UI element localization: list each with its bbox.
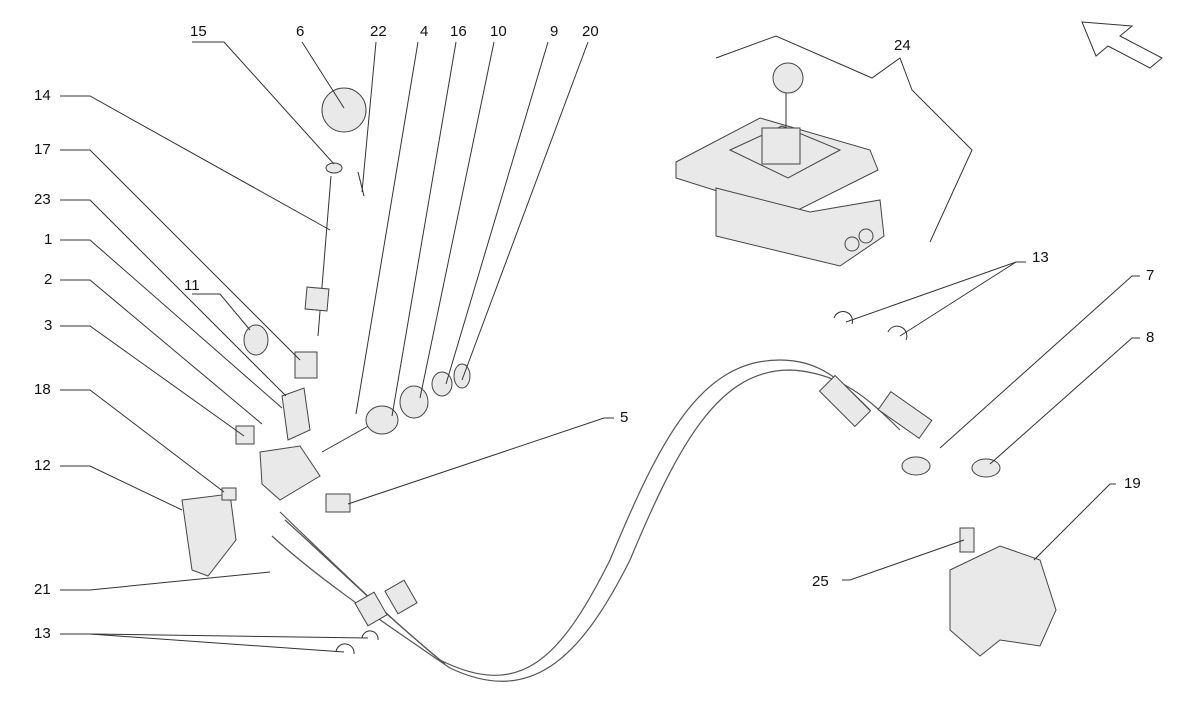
callout-22: 22 [370,23,387,40]
mounting-bracket [949,545,1057,657]
leader-lines [60,41,1140,653]
bolt [959,527,975,553]
callout-10: 10 [490,23,507,40]
knob [321,87,367,133]
callout-13: 13 [1032,249,1049,266]
callout-4: 4 [420,23,428,40]
plunger-set [321,363,471,453]
callout-21: 21 [34,581,51,598]
clip [833,311,853,325]
callout-13: 13 [34,625,51,642]
callout-1: 1 [44,231,52,248]
callout-2: 2 [44,271,52,288]
ring [243,324,269,356]
callout-12: 12 [34,457,51,474]
callout-25: 25 [812,573,829,590]
bush [325,493,351,513]
callout-11: 11 [184,277,200,294]
callout-18: 18 [34,381,51,398]
callout-5: 5 [620,409,628,426]
clip [361,630,379,641]
callout-8: 8 [1146,329,1154,346]
callout-19: 19 [1124,475,1141,492]
bushing [235,425,255,445]
shifter-assembly [675,35,973,267]
callout-7: 7 [1146,267,1154,284]
lever-bracket [181,493,237,577]
callout-23: 23 [34,191,51,208]
callout-20: 20 [582,23,599,40]
callout-3: 3 [44,317,52,334]
clip [335,643,355,655]
gear-lever-rod [294,162,365,379]
callout-15: 15 [190,23,207,40]
shift-cables [271,359,1001,682]
pivot-bracket [281,387,311,441]
callout-17: 17 [34,141,51,158]
direction-arrow-icon [1081,21,1163,69]
clip [887,325,908,341]
callout-14: 14 [34,87,51,104]
selector-housing [259,445,321,501]
callout-6: 6 [296,23,304,40]
callout-24: 24 [894,37,911,54]
callout-9: 9 [550,23,558,40]
callout-16: 16 [450,23,467,40]
